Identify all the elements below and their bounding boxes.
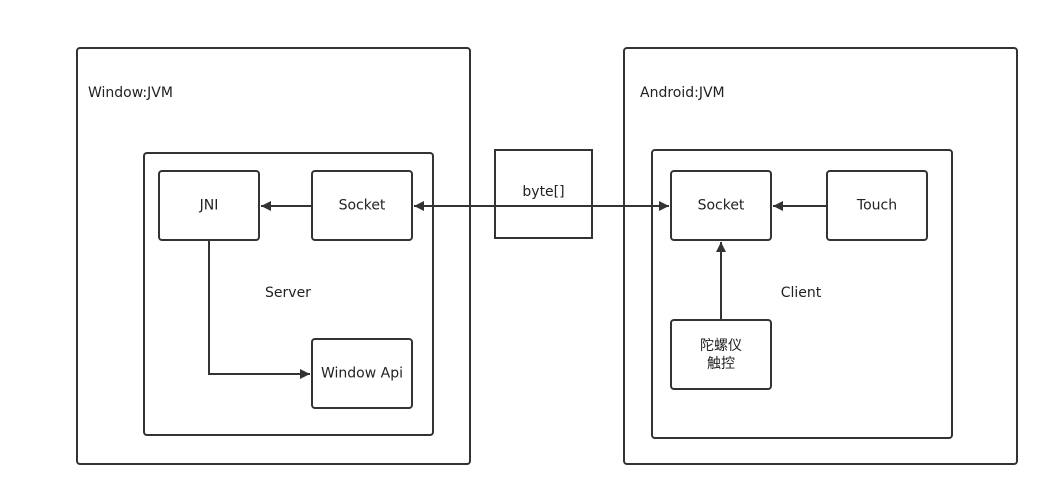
window-api-node: Window Api: [311, 338, 413, 409]
gyro-touch-node: 陀螺仪 触控: [670, 319, 772, 390]
client-socket-node: Socket: [670, 170, 772, 241]
android-jvm-title: Android:JVM: [640, 85, 725, 101]
touch-label: Touch: [856, 198, 897, 214]
client-label: Client: [781, 285, 822, 301]
byte-array-label: byte[]: [522, 184, 564, 200]
jni-node: JNI: [158, 170, 260, 241]
window-jvm-title: Window:JVM: [88, 85, 173, 101]
gyro-label-line1: 陀螺仪: [700, 338, 742, 354]
server-socket-node: Socket: [311, 170, 413, 241]
server-label: Server: [265, 285, 311, 301]
jni-label: JNI: [199, 198, 219, 214]
touch-node: Touch: [826, 170, 928, 241]
window-api-label: Window Api: [321, 366, 403, 382]
server-socket-label: Socket: [339, 198, 386, 214]
jni-to-window-api-arrow: [208, 240, 310, 379]
byte-array-box: [494, 149, 593, 239]
client-socket-label: Socket: [698, 198, 745, 214]
gyro-label-line2: 触控: [707, 356, 735, 372]
